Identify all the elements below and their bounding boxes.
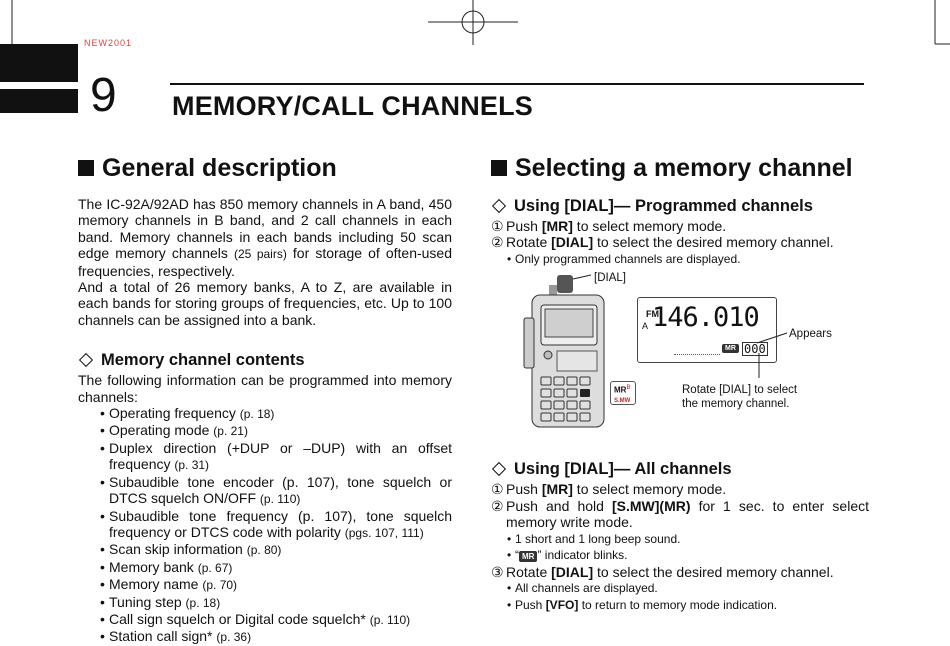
list-item: Duplex direction (+DUP or –DUP) with an … (100, 440, 452, 474)
list-item: Operating frequency (p. 18) (100, 405, 452, 422)
radio-illustration: [DIAL] MRB S.MW FM A 146.010 MR 000 Appe… (491, 272, 869, 433)
crop-mark-left (11, 0, 13, 44)
chapter-tab (0, 44, 78, 82)
lcd-mode: FM (646, 309, 659, 320)
diamond-icon (78, 353, 94, 368)
list-item: Memory name (p. 70) (100, 576, 452, 593)
contents-intro: The following information can be program… (78, 372, 452, 405)
rotate-label-2: the memory channel. (682, 398, 790, 411)
step-notes: All channels are displayed. Push [VFO] t… (491, 580, 869, 613)
print-code: NEW2001 (84, 38, 133, 48)
right-column: Selecting a memory channel Using [DIAL]—… (491, 152, 869, 613)
mr-key-callout: MRB S.MW (610, 381, 636, 406)
chapter-tab-lower (0, 89, 78, 113)
note-item: Push [VFO] to return to memory mode indi… (507, 597, 869, 614)
general-paragraph-2: And a total of 26 memory banks, A to Z, … (78, 279, 452, 328)
chapter-number: 9 (90, 69, 117, 122)
section-heading-selecting: Selecting a memory channel (491, 152, 869, 184)
radio-drawing (523, 274, 605, 428)
diamond-icon (491, 462, 507, 477)
square-bullet-icon (78, 160, 94, 176)
diamond-icon (491, 198, 507, 214)
list-item: Tuning step (p. 18) (100, 594, 452, 611)
chapter-title: MEMORY/CALL CHANNELS (172, 91, 533, 121)
note-item: 1 short and 1 long beep sound. (507, 531, 869, 548)
note-item: “MR” indicator blinks. (507, 547, 869, 564)
square-bullet-icon (491, 160, 507, 176)
subheading-programmed: Using [DIAL]— Programmed channels (491, 196, 869, 216)
subheading-memory-contents: Memory channel contents (78, 350, 452, 370)
callout-lines (756, 332, 788, 379)
lcd-band: A (642, 321, 649, 332)
contents-list: Operating frequency (p. 18) Operating mo… (78, 405, 452, 646)
lcd-mr-indicator: MR (722, 344, 739, 354)
step-notes: Only programmed channels are displayed. (491, 251, 869, 268)
lcd-channel: 000 (742, 342, 768, 357)
crop-mark-right (934, 0, 950, 45)
list-item: Subaudible tone frequency (p. 107), tone… (100, 508, 452, 542)
section-heading-general: General description (78, 152, 452, 184)
rotate-label-1: Rotate [DIAL] to select (682, 384, 798, 397)
list-item: Call sign squelch or Digital code squelc… (100, 611, 452, 628)
chapter-rule (170, 83, 864, 85)
lcd-display: FM A 146.010 MR 000 (637, 297, 777, 364)
lcd-signal-bar (674, 354, 720, 356)
appears-label: Appears (789, 328, 832, 341)
note-item: Only programmed channels are displayed. (507, 251, 869, 268)
dial-label: [DIAL] (594, 272, 626, 285)
general-paragraph-1: The IC-92A/92AD has 850 memory channels … (78, 196, 452, 279)
list-item: Memory bank (p. 67) (100, 559, 452, 576)
registration-mark (428, 0, 518, 45)
list-item: Station call sign* (p. 36) (100, 628, 452, 645)
subheading-all-channels: Using [DIAL]— All channels (491, 459, 869, 479)
note-item: All channels are displayed. (507, 580, 869, 597)
list-item: Subaudible tone encoder (p. 107), tone s… (100, 474, 452, 508)
list-item: Scan skip information (p. 80) (100, 541, 452, 558)
left-column: General description The IC-92A/92AD has … (78, 152, 452, 646)
step-notes: 1 short and 1 long beep sound. “MR” indi… (491, 531, 869, 564)
list-item: Operating mode (p. 21) (100, 422, 452, 439)
mr-indicator-icon: MR (519, 550, 538, 562)
